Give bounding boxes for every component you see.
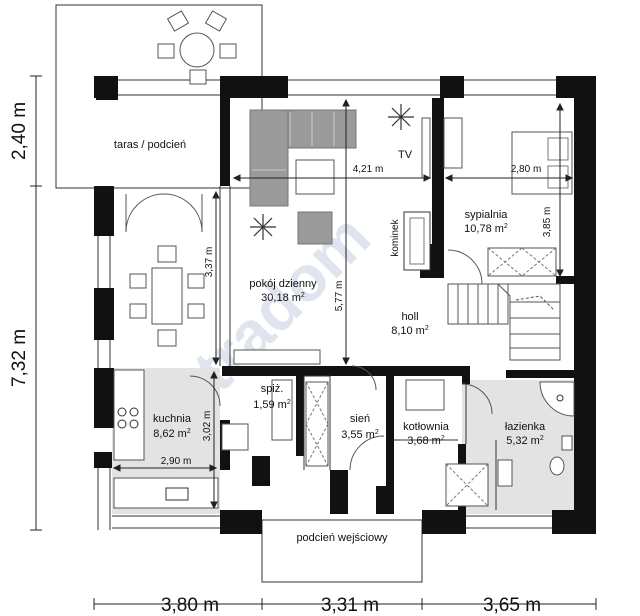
room-terrace: taras / podcień [114, 139, 186, 151]
kitchen-counter [113, 369, 145, 461]
dim-bedroom-width: 2,80 m [511, 164, 542, 175]
sofa-cushion-lines [252, 112, 335, 171]
dim-living-center-depth: 5,77 m [334, 281, 345, 312]
room-vestibule-area: 3,55 m2 [341, 429, 379, 441]
tv-label: TV [398, 149, 413, 161]
area-sup: 2 [425, 325, 429, 332]
terrace-door-swing [125, 193, 203, 233]
dim-house-depth: 7,32 m [9, 329, 30, 387]
area-value: 3,68 m [407, 435, 441, 447]
toilet-icon [549, 435, 573, 476]
closet-cross [305, 381, 329, 467]
pantry-shelf [271, 379, 293, 441]
dim-terrace-depth: 2,40 m [9, 102, 30, 160]
plant-icon [388, 104, 414, 130]
plant-icon [250, 214, 276, 240]
area-value: 3,55 m [341, 429, 375, 441]
washbasin [497, 459, 513, 487]
area-sup: 2 [540, 435, 544, 442]
vestibule-door-swing [349, 365, 385, 471]
room-kitchen-area: 8,62 m2 [153, 428, 191, 440]
shower-drain-icon [556, 394, 564, 402]
dimension-lines [30, 75, 597, 610]
area-value: 30,18 m [261, 292, 301, 304]
coffee-table [295, 159, 335, 195]
tv-unit [421, 117, 431, 179]
area-value: 5,32 m [506, 435, 540, 447]
room-kitchen-name: kuchnia [153, 413, 192, 425]
dim-kitchen-depth: 3,02 m [202, 411, 213, 442]
terrace-chairs [157, 10, 237, 85]
room-bathroom-area: 5,32 m2 [506, 435, 544, 447]
entrance-porch-label: podcień wejściowy [296, 532, 388, 544]
wardrobe [487, 247, 557, 277]
area-value: 8,10 m [391, 325, 425, 337]
dim-living-left-depth: 3,37 m [204, 247, 215, 278]
room-bedroom-name: sypialnia [465, 209, 509, 221]
room-bathroom-name: łazienka [505, 421, 546, 433]
pillow [547, 165, 569, 189]
stove-icon [117, 407, 139, 429]
bathroom-door-swing [461, 383, 493, 415]
bedroom-door-swing [447, 249, 483, 285]
room-pantry-name: spiż. [261, 383, 284, 395]
room-pantry-area: 1,59 m2 [253, 399, 291, 411]
sofa-l-shape [249, 109, 357, 207]
fireplace [403, 211, 431, 271]
area-sup: 2 [504, 223, 508, 230]
room-living-name: pokój dzienny [249, 278, 317, 290]
room-bedroom-area: 10,78 m2 [464, 223, 508, 235]
area-value: 1,59 m [253, 399, 287, 411]
sideboard [233, 349, 321, 365]
wardrobe-cross [487, 247, 557, 277]
area-value: 10,78 m [464, 223, 504, 235]
dim-bottom-right: 3,65 m [483, 595, 541, 616]
armchair [297, 211, 333, 245]
area-sup: 2 [187, 428, 191, 435]
window-lines [97, 79, 556, 530]
tank [445, 463, 489, 507]
terrace-table [179, 32, 215, 68]
dim-bottom-mid: 3,31 m [321, 595, 379, 616]
dining-chairs [129, 245, 205, 347]
sink-icon [165, 487, 189, 501]
interior-lines [219, 186, 497, 510]
dim-living-width: 4,21 m [353, 164, 384, 175]
desk [443, 117, 463, 169]
room-hall-area: 8,10 m2 [391, 325, 429, 337]
room-boiler-name: kotłownia [403, 421, 450, 433]
dim-kitchen-width: 2,90 m [161, 456, 192, 467]
room-boiler-area: 3,68 m2 [407, 435, 445, 447]
fridge [221, 423, 249, 451]
kitchen-door-swing [189, 375, 221, 407]
room-hall-name: holl [401, 311, 418, 323]
fireplace-inner [409, 217, 425, 265]
fireplace-label: kominek [390, 218, 401, 256]
area-sup: 2 [441, 435, 445, 442]
room-living-area: 30,18 m2 [261, 292, 305, 304]
entrance-porch-outline [261, 519, 423, 583]
area-sup: 2 [301, 292, 305, 299]
dining-table [151, 267, 183, 325]
area-sup: 2 [287, 399, 291, 406]
boiler [405, 379, 445, 411]
area-sup: 2 [375, 429, 379, 436]
pillow [547, 137, 569, 161]
room-vestibule-name: sień [350, 413, 370, 425]
area-value: 8,62 m [153, 428, 187, 440]
terrace-post [96, 78, 118, 100]
dim-bottom-left: 3,80 m [161, 595, 219, 616]
staircase [447, 283, 561, 361]
dim-bedroom-depth: 3,85 m [542, 207, 553, 238]
vestibule-closet [305, 381, 329, 467]
